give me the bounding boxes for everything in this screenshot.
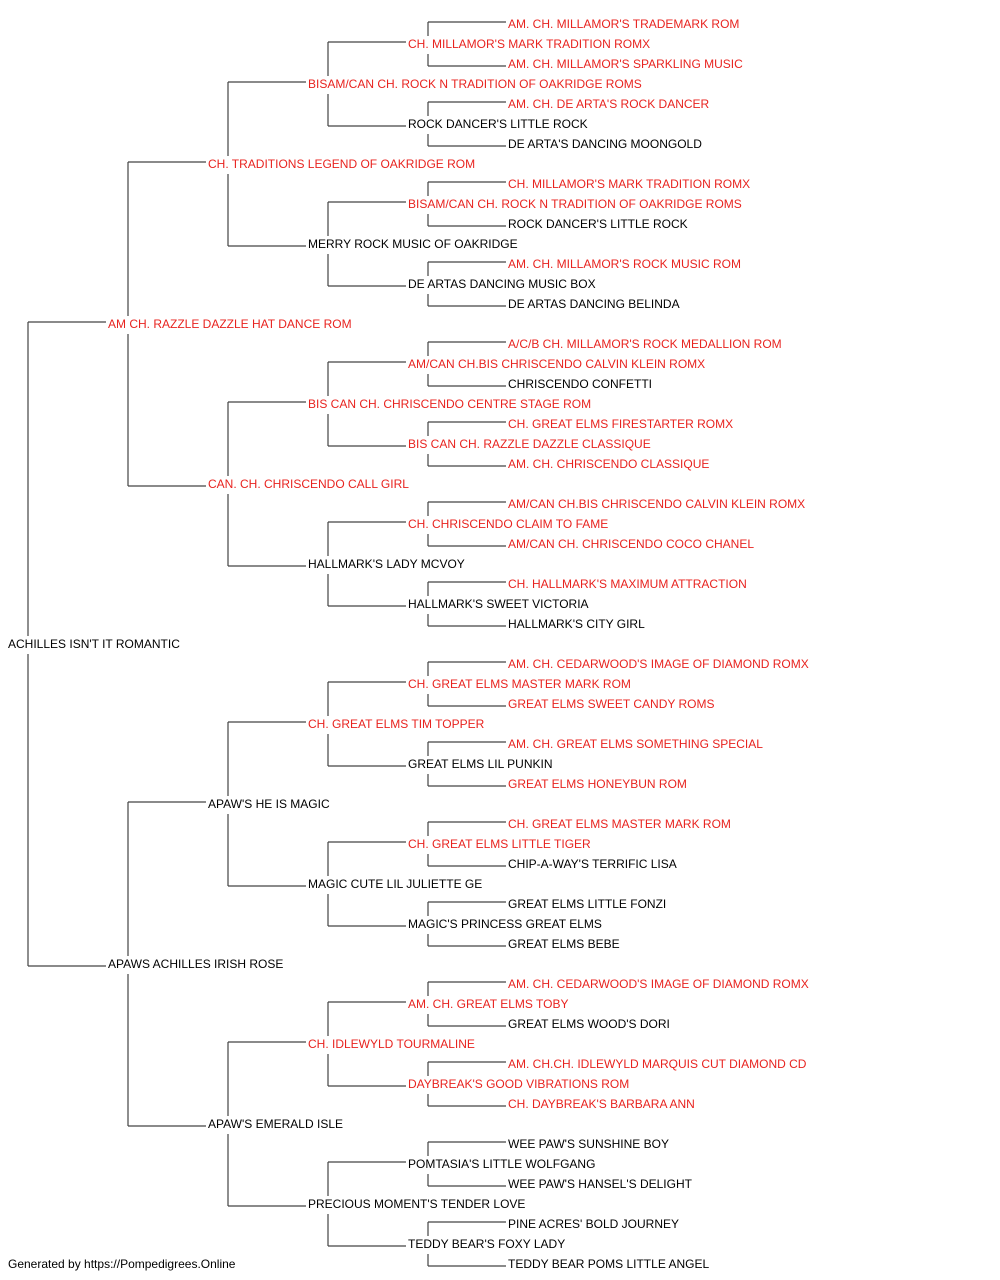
pedigree-name-gen4: DE ARTAS DANCING MUSIC BOX	[408, 277, 596, 291]
pedigree-name-gen3: BIS CAN CH. CHRISCENDO CENTRE STAGE ROM	[308, 397, 591, 411]
pedigree-name-gen5: CH. DAYBREAK'S BARBARA ANN	[508, 1097, 695, 1111]
pedigree-name-gen5: AM. CH. CEDARWOOD'S IMAGE OF DIAMOND ROM…	[508, 977, 809, 991]
pedigree-name-gen5: AM. CH. GREAT ELMS SOMETHING SPECIAL	[508, 737, 763, 751]
pedigree-name-gen2: CAN. CH. CHRISCENDO CALL GIRL	[208, 477, 409, 491]
pedigree-name-gen3: PRECIOUS MOMENT'S TENDER LOVE	[308, 1197, 525, 1211]
pedigree-name-gen4: AM. CH. GREAT ELMS TOBY	[408, 997, 568, 1011]
pedigree-name-gen5: AM. CH. DE ARTA'S ROCK DANCER	[508, 97, 710, 111]
pedigree-name-gen5: CH. GREAT ELMS FIRESTARTER ROMX	[508, 417, 733, 431]
pedigree-name-gen5: AM. CH. MILLAMOR'S TRADEMARK ROM	[508, 17, 739, 31]
pedigree-name-gen5: CH. MILLAMOR'S MARK TRADITION ROMX	[508, 177, 750, 191]
pedigree-name-gen4: CH. MILLAMOR'S MARK TRADITION ROMX	[408, 37, 650, 51]
pedigree-name-gen5: DE ARTAS DANCING BELINDA	[508, 297, 680, 311]
pedigree-name-gen4: CH. CHRISCENDO CLAIM TO FAME	[408, 517, 608, 531]
pedigree-name-gen4: HALLMARK'S SWEET VICTORIA	[408, 597, 589, 611]
pedigree-name-gen2: APAW'S HE IS MAGIC	[208, 797, 330, 811]
pedigree-name-gen5: AM. CH. CHRISCENDO CLASSIQUE	[508, 457, 709, 471]
pedigree-name-gen5: CH. HALLMARK'S MAXIMUM ATTRACTION	[508, 577, 747, 591]
pedigree-name-gen4: CH. GREAT ELMS MASTER MARK ROM	[408, 677, 631, 691]
pedigree-name-gen5: AM/CAN CH. CHRISCENDO COCO CHANEL	[508, 537, 754, 551]
pedigree-name-gen5: CHRISCENDO CONFETTI	[508, 377, 652, 391]
pedigree-name-gen5: GREAT ELMS SWEET CANDY ROMS	[508, 697, 714, 711]
pedigree-name-gen2: CH. TRADITIONS LEGEND OF OAKRIDGE ROM	[208, 157, 475, 171]
pedigree-name-gen5: AM. CH. MILLAMOR'S ROCK MUSIC ROM	[508, 257, 741, 271]
pedigree-name-gen0: ACHILLES ISN'T IT ROMANTIC	[8, 637, 180, 651]
footer-credit: Generated by https://Pompedigrees.Online	[8, 1257, 236, 1271]
pedigree-name-gen2: APAW'S EMERALD ISLE	[208, 1117, 343, 1131]
pedigree-name-gen5: CH. GREAT ELMS MASTER MARK ROM	[508, 817, 731, 831]
pedigree-name-gen4: BISAM/CAN CH. ROCK N TRADITION OF OAKRID…	[408, 197, 742, 211]
pedigree-name-gen5: AM/CAN CH.BIS CHRISCENDO CALVIN KLEIN RO…	[508, 497, 805, 511]
pedigree-name-gen3: MERRY ROCK MUSIC OF OAKRIDGE	[308, 237, 518, 251]
pedigree-name-gen5: TEDDY BEAR POMS LITTLE ANGEL	[508, 1257, 709, 1271]
pedigree-name-gen4: CH. GREAT ELMS LITTLE TIGER	[408, 837, 591, 851]
pedigree-name-gen3: HALLMARK'S LADY MCVOY	[308, 557, 465, 571]
pedigree-name-gen5: WEE PAW'S HANSEL'S DELIGHT	[508, 1177, 693, 1191]
pedigree-name-gen5: GREAT ELMS HONEYBUN ROM	[508, 777, 687, 791]
pedigree-name-gen5: AM. CH.CH. IDLEWYLD MARQUIS CUT DIAMOND …	[508, 1057, 807, 1071]
pedigree-name-gen5: ROCK DANCER'S LITTLE ROCK	[508, 217, 688, 231]
pedigree-name-gen4: ROCK DANCER'S LITTLE ROCK	[408, 117, 588, 131]
pedigree-name-gen3: MAGIC CUTE LIL JULIETTE GE	[308, 877, 482, 891]
pedigree-name-gen5: WEE PAW'S SUNSHINE BOY	[508, 1137, 669, 1151]
pedigree-name-gen4: GREAT ELMS LIL PUNKIN	[408, 757, 553, 771]
pedigree-name-gen3: CH. IDLEWYLD TOURMALINE	[308, 1037, 475, 1051]
pedigree-name-gen4: AM/CAN CH.BIS CHRISCENDO CALVIN KLEIN RO…	[408, 357, 705, 371]
pedigree-name-gen4: DAYBREAK'S GOOD VIBRATIONS ROM	[408, 1077, 629, 1091]
pedigree-name-gen5: HALLMARK'S CITY GIRL	[508, 617, 645, 631]
pedigree-name-gen5: GREAT ELMS BEBE	[508, 937, 620, 951]
pedigree-name-gen3: CH. GREAT ELMS TIM TOPPER	[308, 717, 485, 731]
pedigree-name-gen1: APAWS ACHILLES IRISH ROSE	[108, 957, 283, 971]
pedigree-name-gen3: BISAM/CAN CH. ROCK N TRADITION OF OAKRID…	[308, 77, 642, 91]
pedigree-name-gen5: GREAT ELMS LITTLE FONZI	[508, 897, 666, 911]
pedigree-name-gen5: CHIP-A-WAY'S TERRIFIC LISA	[508, 857, 677, 871]
pedigree-name-gen5: A/C/B CH. MILLAMOR'S ROCK MEDALLION ROM	[508, 337, 782, 351]
pedigree-name-gen4: MAGIC'S PRINCESS GREAT ELMS	[408, 917, 602, 931]
pedigree-name-gen5: DE ARTA'S DANCING MOONGOLD	[508, 137, 702, 151]
pedigree-name-gen4: BIS CAN CH. RAZZLE DAZZLE CLASSIQUE	[408, 437, 651, 451]
pedigree-name-gen5: AM. CH. MILLAMOR'S SPARKLING MUSIC	[508, 57, 743, 71]
pedigree-name-gen5: GREAT ELMS WOOD'S DORI	[508, 1017, 670, 1031]
pedigree-name-gen4: POMTASIA'S LITTLE WOLFGANG	[408, 1157, 595, 1171]
pedigree-name-gen4: TEDDY BEAR'S FOXY LADY	[408, 1237, 565, 1251]
pedigree-name-gen1: AM CH. RAZZLE DAZZLE HAT DANCE ROM	[108, 317, 352, 331]
pedigree-name-gen5: PINE ACRES' BOLD JOURNEY	[508, 1217, 679, 1231]
pedigree-name-gen5: AM. CH. CEDARWOOD'S IMAGE OF DIAMOND ROM…	[508, 657, 809, 671]
